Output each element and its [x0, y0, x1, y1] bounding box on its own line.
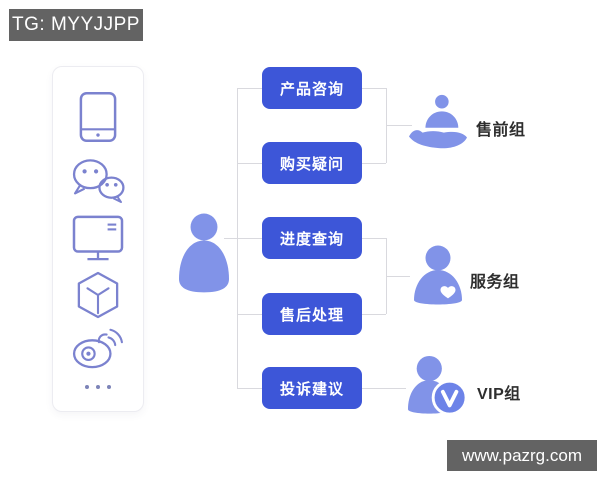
weibo-icon	[72, 328, 123, 369]
monitor-icon	[72, 215, 124, 261]
connector-g3-out	[362, 388, 406, 389]
connector-g2-a	[362, 238, 386, 239]
connector-g1-a	[362, 88, 386, 89]
cube-icon	[77, 271, 119, 319]
tablet-icon	[79, 92, 117, 142]
watermark-text: www.pazrg.com	[462, 445, 582, 465]
customer-person-icon	[179, 213, 229, 293]
group-label-service: 服务组	[470, 274, 520, 291]
more-ellipsis-icon	[85, 385, 111, 389]
connector-g1-out	[386, 125, 412, 126]
wechat-icon	[72, 159, 125, 203]
person-with-v-badge-icon	[407, 355, 468, 416]
tg-contact-badge: TG: MYYJJPP	[9, 9, 143, 41]
channels-panel	[52, 66, 144, 412]
connector-g2-b	[362, 314, 386, 315]
topic-button-progress-query[interactable]: 进度查询	[262, 217, 362, 259]
topic-button-purchase-question[interactable]: 购买疑问	[262, 142, 362, 184]
hand-holding-person-icon	[409, 94, 467, 149]
connector-g1-b	[362, 163, 386, 164]
connector-person	[224, 238, 262, 239]
watermark-badge: www.pazrg.com	[447, 440, 597, 471]
topic-button-aftersales[interactable]: 售后处理	[262, 293, 362, 335]
topic-button-product-consult[interactable]: 产品咨询	[262, 67, 362, 109]
group-label-presales: 售前组	[476, 122, 526, 139]
topic-button-complaint[interactable]: 投诉建议	[262, 367, 362, 409]
connector-topic-2	[237, 163, 262, 164]
person-with-heart-icon	[414, 245, 462, 305]
group-label-vip: VIP组	[477, 386, 521, 403]
connector-topic-4	[237, 314, 262, 315]
connector-topic-5	[237, 388, 262, 389]
connector-g2-out	[386, 276, 410, 277]
tg-contact-label: TG: MYYJJPP	[12, 14, 140, 35]
connector-topic-1	[237, 88, 262, 89]
